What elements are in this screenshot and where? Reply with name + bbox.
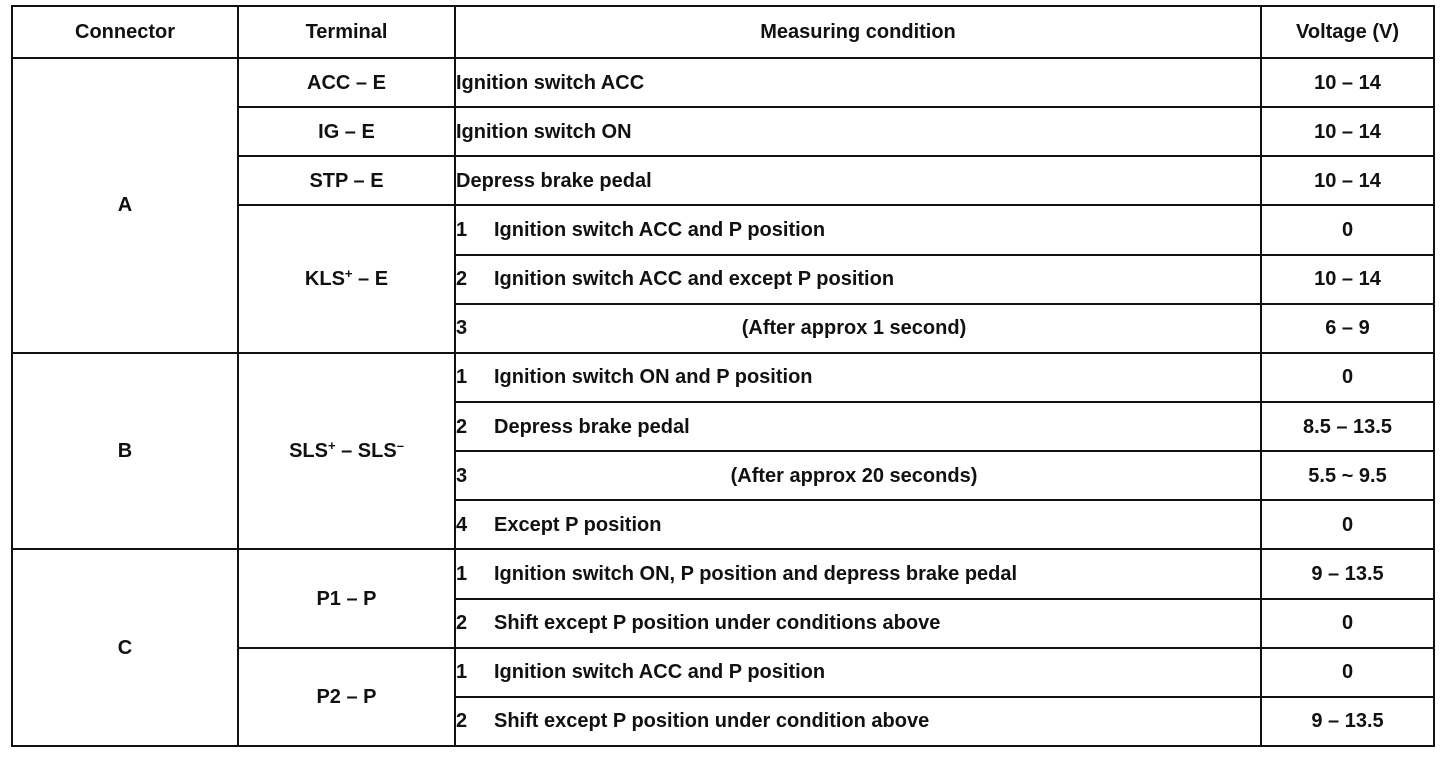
table-row: C P1 – P 1 Ignition switch ON, P position… bbox=[11, 548, 1435, 747]
step-number: 1 bbox=[456, 562, 468, 585]
condition-text: Ignition switch ON, P position and depre… bbox=[494, 562, 1018, 585]
table-row: 3 (After approx 1 second) 6 – 9 bbox=[12, 302, 1435, 354]
step-number: 1 bbox=[456, 366, 468, 389]
condition-cell: 4 Except P position bbox=[454, 499, 1262, 551]
terminal-sls-mid: – SLS bbox=[335, 440, 397, 463]
voltage-cell: 10 – 14 bbox=[1260, 56, 1435, 109]
condition-text: Depress brake pedal bbox=[494, 415, 690, 438]
condition-text: Ignition switch ACC and except P positio… bbox=[494, 268, 895, 291]
step-number: 4 bbox=[456, 513, 468, 536]
terminal-cell-p1-p: P1 – P bbox=[237, 548, 456, 649]
condition-cell: 2 Depress brake pedal bbox=[454, 400, 1262, 453]
table-row: KLS+ – E 1 Ignition switch ACC and P posi… bbox=[12, 204, 1435, 354]
condition-cell: 2 Ignition switch ACC and except P positi… bbox=[454, 253, 1262, 305]
step-number: 3 bbox=[456, 317, 468, 340]
voltage-spec-sheet: Connector Terminal Measuring condition V… bbox=[11, 5, 1435, 748]
header-terminal: Terminal bbox=[237, 5, 456, 59]
table-row: 2 Shift except P position under condition… bbox=[12, 597, 1435, 649]
condition-text: Shift except P position under condition … bbox=[494, 710, 930, 733]
voltage-cell: 10 – 14 bbox=[1260, 155, 1435, 207]
step-number: 1 bbox=[456, 661, 468, 684]
voltage-cell: 9 – 13.5 bbox=[1260, 695, 1435, 748]
connector-cell-c: C bbox=[11, 548, 239, 747]
terminal-kls-label: KLS bbox=[304, 268, 345, 291]
step-number: 1 bbox=[456, 218, 468, 241]
condition-text: Ignition switch ON and P position bbox=[494, 366, 813, 389]
header-connector: Connector bbox=[11, 5, 239, 59]
terminal-sls-label: SLS bbox=[289, 440, 328, 463]
condition-text: Ignition switch ACC and P position bbox=[494, 661, 826, 684]
table-row: 2 Depress brake pedal 8.5 – 13.5 bbox=[12, 400, 1435, 453]
condition-cell: 1 Ignition switch ACC and P position bbox=[454, 204, 1262, 256]
step-number: 2 bbox=[456, 415, 468, 438]
terminal-kls-tail: – E bbox=[352, 268, 389, 291]
condition-text: Shift except P position under conditions… bbox=[494, 612, 941, 635]
table-row: 2 Shift except P position under condition… bbox=[12, 695, 1435, 748]
step-number: 3 bbox=[456, 464, 468, 487]
table-row: STP – E Depress brake pedal 10 – 14 bbox=[12, 155, 1435, 207]
connector-cell-b: B bbox=[11, 351, 239, 551]
condition-text: Ignition switch ACC and P position bbox=[494, 218, 826, 241]
condition-text: (After approx 1 second) bbox=[741, 317, 967, 340]
terminal-cell-stp-e: STP – E bbox=[237, 155, 456, 207]
voltage-cell: 10 – 14 bbox=[1260, 253, 1435, 305]
condition-cell: 3 (After approx 20 seconds) bbox=[454, 450, 1262, 502]
step-number: 2 bbox=[456, 268, 468, 291]
terminal-cell-kls-e: KLS+ – E bbox=[237, 204, 456, 354]
condition-cell: Ignition switch ON bbox=[454, 106, 1262, 158]
table-row: A ACC – E Ignition switch ACC 10 – 14 bbox=[11, 56, 1435, 354]
voltage-cell: 8.5 – 13.5 bbox=[1260, 400, 1435, 453]
condition-cell: 3 (After approx 1 second) bbox=[454, 302, 1262, 354]
header-measuring-condition: Measuring condition bbox=[454, 5, 1262, 59]
terminal-cell-acc-e: ACC – E bbox=[237, 56, 456, 109]
condition-cell: 2 Shift except P position under condition… bbox=[454, 597, 1262, 649]
condition-cell: Depress brake pedal bbox=[454, 155, 1262, 207]
table-row: P2 – P 1 Ignition switch ACC and P positi… bbox=[12, 646, 1435, 748]
voltage-cell: 0 bbox=[1260, 351, 1435, 403]
condition-cell: 2 Shift except P position under condition… bbox=[454, 695, 1262, 748]
step-number: 2 bbox=[456, 710, 468, 733]
terminal-cell-ig-e: IG – E bbox=[237, 106, 456, 158]
step-number: 2 bbox=[456, 612, 468, 635]
voltage-cell: 0 bbox=[1260, 646, 1435, 698]
terminal-voltage-table: Connector Terminal Measuring condition V… bbox=[11, 5, 1435, 748]
voltage-cell: 0 bbox=[1260, 204, 1435, 256]
condition-text: Except P position bbox=[494, 513, 662, 536]
condition-cell: 1 Ignition switch ON, P position and depr… bbox=[454, 548, 1262, 600]
voltage-cell: 0 bbox=[1260, 499, 1435, 551]
connector-cell-a: A bbox=[11, 57, 239, 354]
table-row: 4 Except P position 0 bbox=[12, 499, 1435, 551]
terminal-cell-sls: SLS+ – SLS– bbox=[237, 351, 456, 551]
table-row: 3 (After approx 20 seconds) 5.5 ~ 9.5 bbox=[12, 450, 1435, 502]
condition-cell: Ignition switch ACC bbox=[454, 56, 1262, 109]
table-row: IG – E Ignition switch ON 10 – 14 bbox=[12, 106, 1435, 158]
table-row: B SLS+ – SLS– 1 Ignition switch ON and P … bbox=[11, 351, 1435, 551]
terminal-sls-minus-sign: – bbox=[396, 438, 404, 454]
terminal-cell-p2-p: P2 – P bbox=[237, 646, 456, 748]
condition-text: (After approx 20 seconds) bbox=[730, 464, 978, 487]
condition-cell: 1 Ignition switch ACC and P position bbox=[454, 646, 1262, 698]
terminal-kls-plus-sign: + bbox=[344, 266, 353, 282]
voltage-cell: 0 bbox=[1260, 597, 1435, 649]
header-voltage: Voltage (V) bbox=[1260, 5, 1435, 59]
table-row: 2 Ignition switch ACC and except P positi… bbox=[12, 253, 1435, 305]
voltage-cell: 10 – 14 bbox=[1260, 106, 1435, 158]
voltage-cell: 5.5 ~ 9.5 bbox=[1260, 450, 1435, 502]
voltage-cell: 6 – 9 bbox=[1260, 302, 1435, 354]
header-row: Connector Terminal Measuring condition V… bbox=[11, 5, 1435, 59]
terminal-sls-plus-sign: + bbox=[327, 438, 336, 454]
condition-cell: 1 Ignition switch ON and P position bbox=[454, 351, 1262, 403]
voltage-cell: 9 – 13.5 bbox=[1260, 548, 1435, 600]
